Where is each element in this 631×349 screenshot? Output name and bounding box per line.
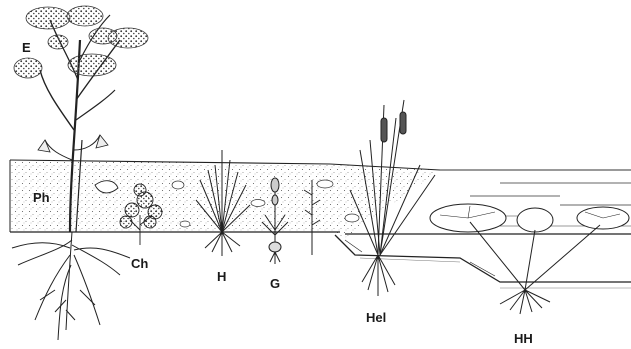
label-hh: HH xyxy=(514,332,533,345)
phanerophyte-roots xyxy=(12,232,130,340)
label-ch: Ch xyxy=(131,257,148,270)
label-e: E xyxy=(22,41,31,54)
label-g: G xyxy=(270,277,280,290)
label-hel: Hel xyxy=(366,311,386,324)
label-h: H xyxy=(217,270,226,283)
hydrophyte-water-lily xyxy=(430,204,629,314)
label-ph: Ph xyxy=(33,191,50,204)
